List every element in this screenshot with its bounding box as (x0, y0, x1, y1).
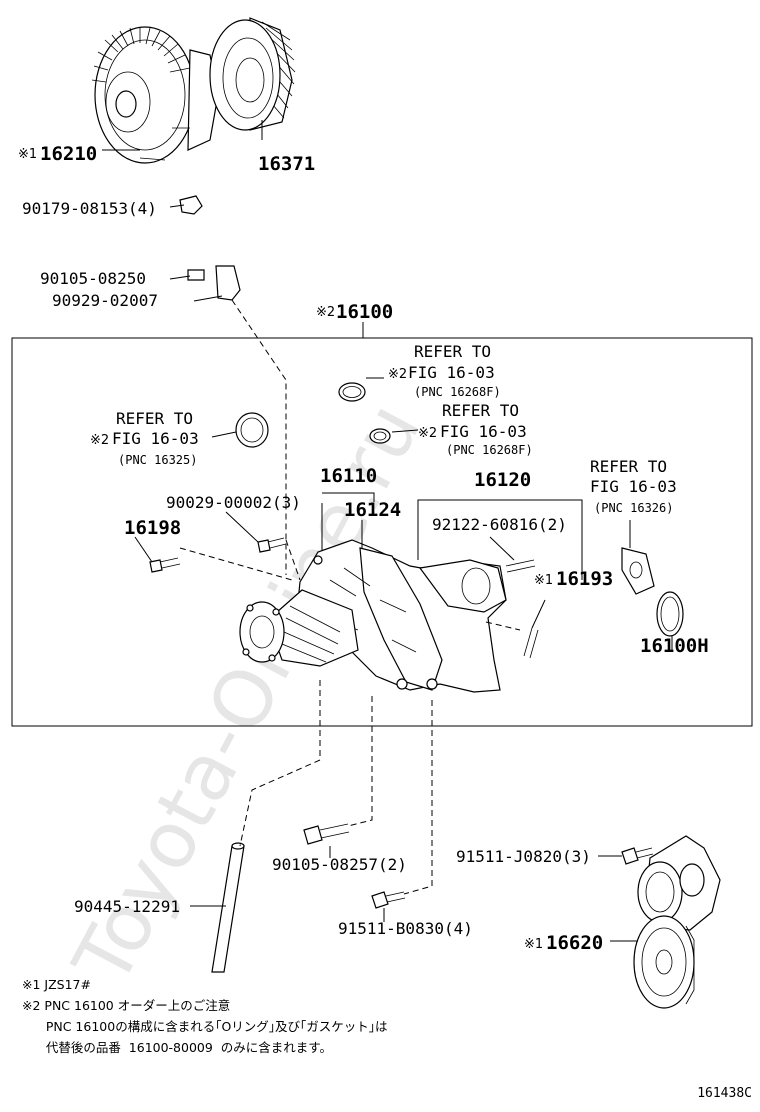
mark-16193: ※1 (534, 573, 553, 588)
label-91511-j0820: 91511-J0820(3) (456, 847, 591, 866)
refer-3-line3: (PNC 16325) (118, 453, 197, 467)
note-mark-1: ※1 (18, 147, 37, 162)
label-16193: 16193 (556, 568, 613, 590)
footnotes: ※1 JZS17# ※2 PNC 16100 オーダー上のご注意 PNC 161… (22, 974, 388, 1058)
footnote-1: ※1 JZS17# (22, 977, 91, 992)
label-16120: 16120 (474, 469, 531, 491)
refer-3-line1: REFER TO (116, 409, 193, 428)
bolt-91511-b0830-drawing (371, 891, 406, 909)
footnote-4: 代替後の品番 16100-80009 のみに含まれます。 (22, 1040, 333, 1055)
note-mark-2: ※2 (316, 305, 335, 320)
assembly-box (11, 337, 753, 727)
footnote-3: PNC 16100の構成に含まれる｢Oリング｣及び｢ガスケット｣は (22, 1019, 388, 1034)
pulley-drawing (209, 17, 296, 131)
refer-4-line1: REFER TO (590, 457, 667, 476)
refer-3-line2: FIG 16-03 (112, 429, 199, 448)
refer-3-mark: ※2 (90, 433, 109, 448)
bolt-90179-drawing (179, 195, 203, 215)
label-16371: 16371 (258, 153, 315, 175)
figure-id: 161438C (697, 1086, 752, 1101)
label-16100: 16100 (336, 301, 393, 323)
label-90029-00002: 90029-00002(3) (166, 493, 301, 512)
label-90179-08153: 90179-08153(4) (22, 199, 157, 218)
refer-2-line3: (PNC 16268F) (446, 443, 533, 457)
bolt-90105-08257-drawing (303, 823, 350, 845)
idler-pulley-16620-drawing (633, 835, 721, 1009)
pipe-90445-drawing (211, 842, 245, 973)
refer-1-line3: (PNC 16268F) (414, 385, 501, 399)
refer-1-line2: FIG 16-03 (408, 363, 495, 382)
refer-1-mark: ※2 (388, 367, 407, 382)
o-ring-2 (369, 428, 391, 444)
footnote-2: ※2 PNC 16100 オーダー上のご注意 (22, 998, 231, 1013)
label-16100H: 16100H (640, 635, 709, 657)
refer-4-line2: FIG 16-03 (590, 477, 677, 496)
label-92122-60816: 92122-60816(2) (432, 515, 567, 534)
stud-92122-drawing (505, 559, 536, 573)
gasket-16326 (621, 547, 655, 595)
mark-16620: ※1 (524, 937, 543, 952)
stud-16193-drawing (523, 627, 539, 659)
label-90929-02007: 90929-02007 (52, 291, 158, 310)
label-90105-08250: 90105-08250 (40, 269, 146, 288)
label-90105-08257: 90105-08257(2) (272, 855, 407, 874)
label-16198: 16198 (124, 517, 181, 539)
label-16210: 16210 (40, 143, 97, 165)
label-90445-12291: 90445-12291 (74, 897, 180, 916)
bolt-91511-j0820-drawing (621, 847, 654, 865)
label-16110: 16110 (320, 465, 377, 487)
refer-4-line3: (PNC 16326) (594, 501, 673, 515)
refer-2-line2: FIG 16-03 (440, 422, 527, 441)
refer-2-mark: ※2 (418, 426, 437, 441)
fan-clutch-drawing (91, 26, 219, 164)
label-16124: 16124 (344, 499, 401, 521)
bolt-16198-drawing (149, 557, 181, 573)
water-pump-drawing (239, 539, 507, 693)
bolt-90029-drawing (257, 537, 287, 553)
o-ring-1 (338, 382, 366, 402)
refer-1-line1: REFER TO (414, 342, 491, 361)
label-16620: 16620 (546, 932, 603, 954)
label-91511-b0830: 91511-B0830(4) (338, 919, 473, 938)
refer-2-line1: REFER TO (442, 401, 519, 420)
bracket-drawing (187, 265, 241, 301)
